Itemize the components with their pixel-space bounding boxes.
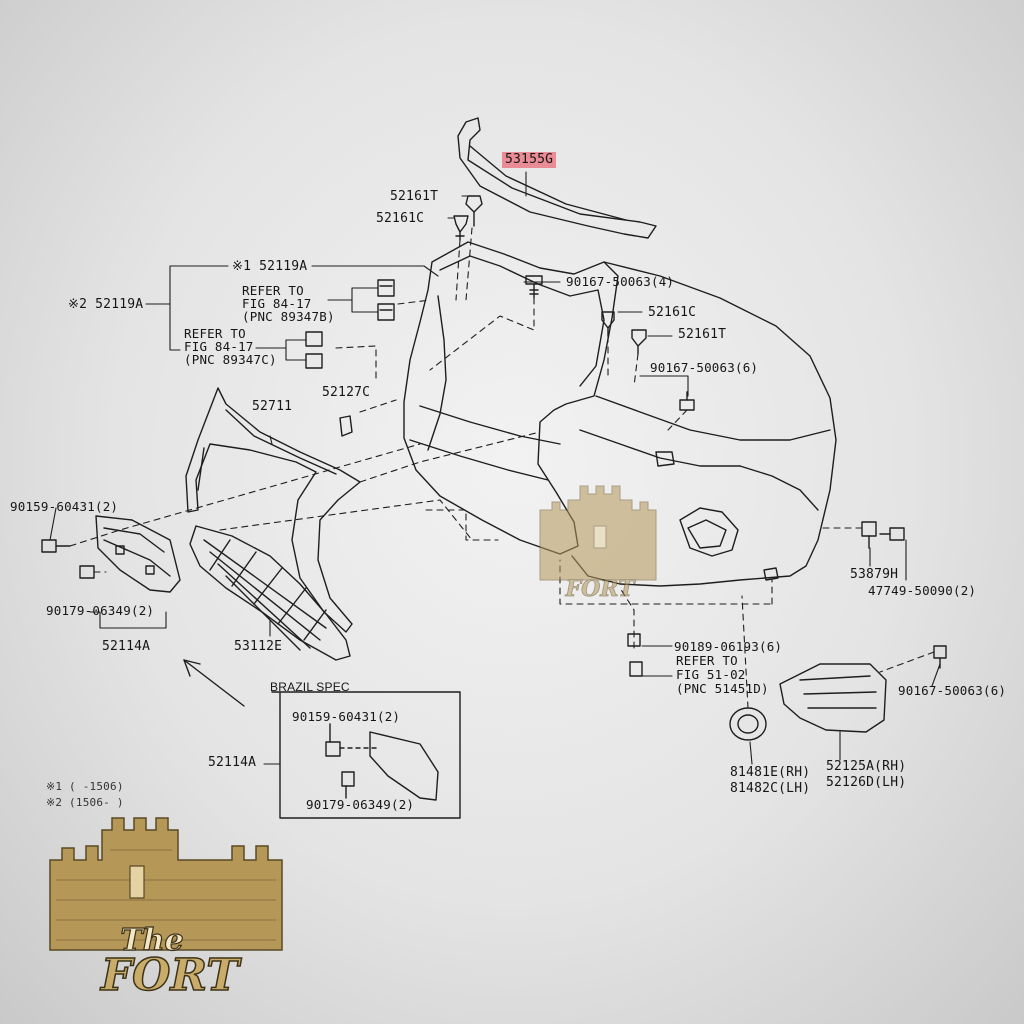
label-bolt-left: 90159-60431(2): [10, 499, 119, 514]
label-refer3-a: REFER TO: [676, 653, 738, 668]
clip-53879h: [861, 521, 877, 549]
label-screw6-right: 90167-50063(6): [898, 683, 1007, 698]
label-cover-lh: 52126D(LH): [826, 775, 907, 790]
label-lamp-lh: 81482C(LH): [730, 781, 811, 796]
label-bracket-a1: ※1 52119A: [232, 259, 308, 274]
label-clip-c-right: 52161C: [648, 305, 697, 320]
label-refer1-a: REFER TO: [242, 283, 304, 298]
label-refer3-c: (PNC 51451D): [676, 681, 769, 696]
screw-6-top: [679, 391, 695, 411]
label-brazil-plate: 52114A: [208, 755, 257, 770]
license-plate-bracket: [95, 515, 181, 593]
label-47749: 47749-50090(2): [868, 583, 977, 598]
grille-frame: [185, 387, 361, 633]
clip-right-t: [631, 329, 647, 355]
brazil-spec-box: [271, 691, 461, 819]
label-refer1-c: (PNC 89347B): [242, 309, 335, 324]
clip-47749: [879, 527, 905, 541]
bumper-cover: [403, 241, 837, 587]
label-90189: 90189-06193(6): [674, 639, 783, 654]
the-fort-logo: The FORT: [49, 817, 283, 1002]
svg-text:FORT: FORT: [99, 950, 242, 1001]
fog-lamp-bezel: [729, 707, 767, 741]
screw-4: [525, 275, 543, 299]
label-clip-c-top: 52161C: [376, 211, 425, 226]
clip-90189: [627, 633, 643, 677]
bracket-clips-b: [305, 331, 323, 369]
label-53879h: 53879H: [850, 567, 899, 582]
label-refer2-c: (PNC 89347C): [184, 352, 277, 367]
clip-right-c: [601, 311, 615, 337]
fog-lamp-cover: [779, 663, 887, 733]
label-bracket-a2: ※2 52119A: [68, 297, 144, 312]
clip-top-c: [453, 215, 469, 241]
label-brazil-title: BRAZIL SPEC: [270, 680, 350, 694]
watermark-logo: FORT: [539, 485, 657, 602]
bracket-clips-a: [377, 279, 395, 321]
label-clip-t-right: 52161T: [678, 327, 727, 342]
screw-6-right: [933, 645, 947, 669]
label-cover-rh: 52125A(RH): [826, 759, 907, 774]
lower-grille: [189, 525, 351, 661]
label-lamp-rh: 81481E(RH): [730, 765, 811, 780]
label-refer1-b: FIG 84-17: [242, 296, 312, 311]
svg-text:The: The: [120, 923, 183, 958]
label-brazil-nut: 90179-06349(2): [306, 797, 415, 812]
label-refer2-a: REFER TO: [184, 326, 246, 341]
label-brazil-bolt: 90159-60431(2): [292, 709, 401, 724]
label-grille: 53112E: [234, 639, 283, 654]
note-1: ※1 ( -1506): [46, 780, 124, 793]
clip-top-t: [465, 195, 483, 227]
label-molding: 53155G: [502, 152, 557, 168]
molding-part: [457, 117, 657, 239]
solid-leaders: [49, 171, 941, 765]
bracket-52127c: [339, 415, 353, 437]
bolt-left: [41, 539, 71, 553]
label-nut-left: 90179-06349(2): [46, 603, 155, 618]
label-screw6-top: 90167-50063(6): [650, 360, 759, 375]
dashed-leaders: [69, 227, 935, 709]
label-screw4: 90167-50063(4): [566, 274, 675, 289]
direction-arrow: [183, 659, 245, 707]
label-clip-t-top: 52161T: [390, 189, 439, 204]
label-frame: 52711: [252, 399, 293, 414]
label-refer3-b: FIG 51-02: [676, 667, 746, 682]
note-2: ※2 (1506- ): [46, 796, 124, 809]
nut-left: [79, 565, 95, 579]
label-refer2-b: FIG 84-17: [184, 339, 254, 354]
label-plate-left: 52114A: [102, 639, 151, 654]
svg-text:FORT: FORT: [564, 576, 636, 602]
label-52127c: 52127C: [322, 385, 371, 400]
